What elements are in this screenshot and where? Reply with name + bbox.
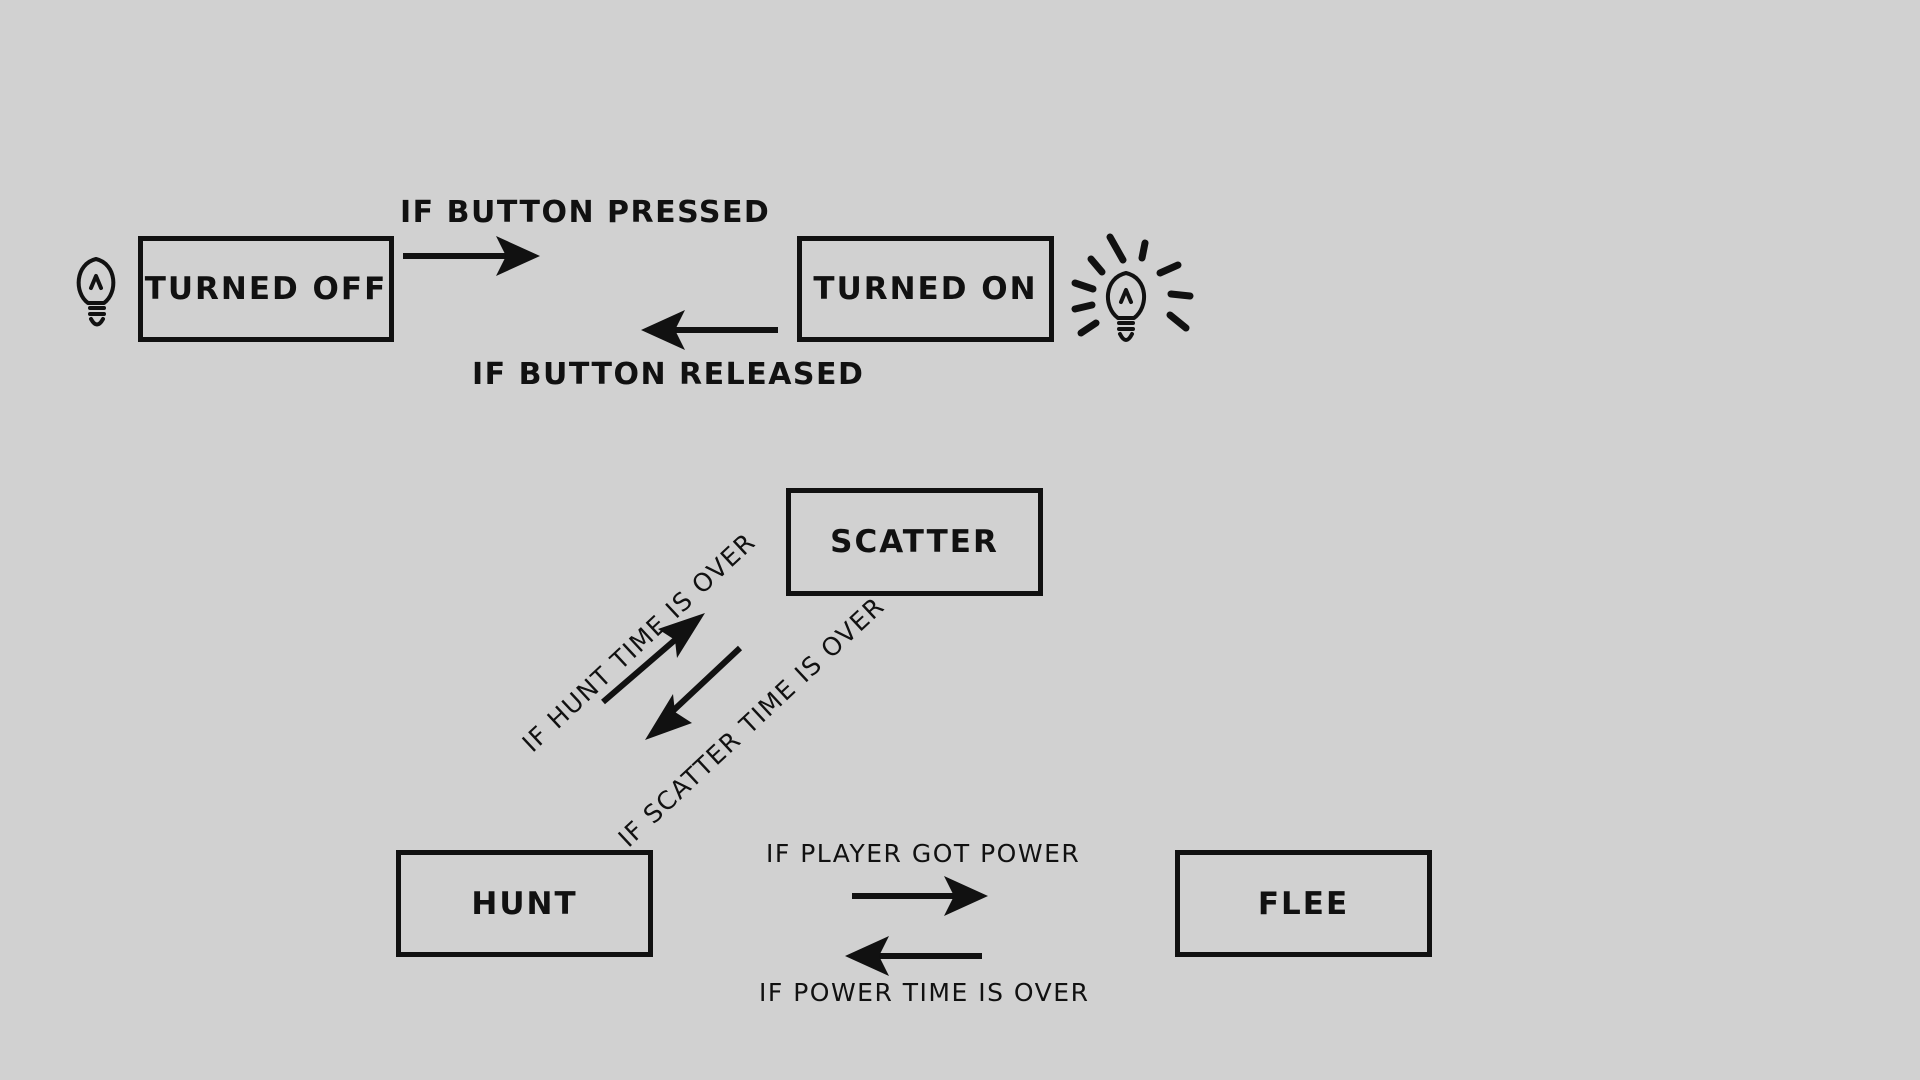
- arrow-scatter-to-hunt: [645, 645, 743, 740]
- arrow-flee-to-hunt: [845, 936, 982, 976]
- arrow-button-pressed: [403, 236, 540, 276]
- arrow-hunt-to-scatter: [601, 613, 705, 705]
- transition-label-button-pressed: IF BUTTON PRESSED: [400, 195, 771, 230]
- transition-label-power-time-over: IF POWER TIME IS OVER: [759, 978, 1090, 1007]
- state-hunt: HUNT: [396, 850, 653, 957]
- state-turned-on: TURNED ON: [797, 236, 1054, 342]
- state-turned-on-label: TURNED ON: [813, 271, 1038, 307]
- state-flee: FLEE: [1175, 850, 1432, 957]
- arrow-button-released: [641, 310, 778, 350]
- state-scatter: SCATTER: [786, 488, 1043, 596]
- state-turned-off: TURNED OFF: [138, 236, 394, 342]
- state-scatter-label: SCATTER: [830, 524, 999, 560]
- lightbulb-off-icon: [76, 257, 116, 327]
- state-turned-off-label: TURNED OFF: [144, 271, 388, 307]
- lightbulb-on-icon: [1071, 233, 1194, 342]
- transition-label-player-got-power: IF PLAYER GOT POWER: [766, 839, 1081, 868]
- state-flee-label: FLEE: [1257, 885, 1350, 922]
- transition-label-button-released: IF BUTTON RELEASED: [472, 357, 865, 392]
- arrow-hunt-to-flee: [852, 876, 988, 916]
- state-hunt-label: HUNT: [471, 885, 578, 922]
